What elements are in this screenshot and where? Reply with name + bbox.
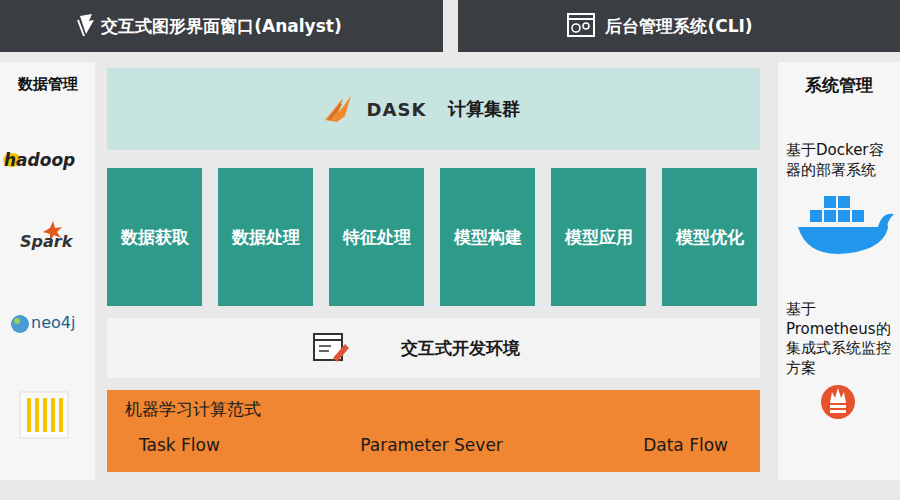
node-text: 数据管理 [0,74,95,95]
node-text: DASK [367,99,427,120]
node-text: 模型优化 [676,226,744,249]
side-panel: 数据管理 hadoopSpark neo4j [0,62,95,480]
logo-text: hadoop [4,150,75,170]
node-text: 交互式图形界面窗口(Analyst) [101,15,341,38]
top-bar: 交互式图形界面窗口(Analyst) [0,0,443,52]
node-text: 数据获取 [121,226,189,249]
logo-text: Spark [20,232,72,251]
node-text: 特征处理 [343,226,411,249]
node-text: 模型应用 [565,226,633,249]
node-text: 数据处理 [232,226,300,249]
paradigm-band: 机器学习计算范式 Task Flow Parameter Sever Data Flo… [107,390,760,472]
logo-text: neo4j [31,313,75,332]
dask-logo [107,68,760,150]
node-text: Parameter Sever [360,435,503,455]
node-text: 交互式开发环境 [401,337,520,360]
top-bar: 后台管理系统(CLI) [458,0,900,52]
node-text: 机器学习计算范式 [125,398,742,421]
node-text: Task Flow [139,435,220,455]
data-logos [0,62,95,480]
env-band: 交互式开发环境 [107,318,760,378]
system-icons [778,62,900,480]
side-panel: 系统管理基于Docker容器的部署系统基于Prometheus的集成式系统监控方… [778,62,900,480]
node-text: 系统管理 [786,74,892,97]
node-text: 后台管理系统(CLI) [605,15,752,38]
node-text: 基于Prometheus的集成式系统监控方案 [786,300,892,378]
module-box: 模型构建 [440,168,535,306]
module-box: 数据获取 [107,168,202,306]
node-text: 模型构建 [454,226,522,249]
module-box: 数据处理 [218,168,313,306]
module-box: 模型优化 [662,168,757,306]
module-box: 模型应用 [551,168,646,306]
node-text: 计算集群 [448,97,520,121]
module-box: 特征处理 [329,168,424,306]
node-text: 基于Docker容器的部署系统 [786,141,892,180]
cluster-band: DASK 计算集群 [107,68,760,150]
node-text: Data Flow [643,435,728,455]
